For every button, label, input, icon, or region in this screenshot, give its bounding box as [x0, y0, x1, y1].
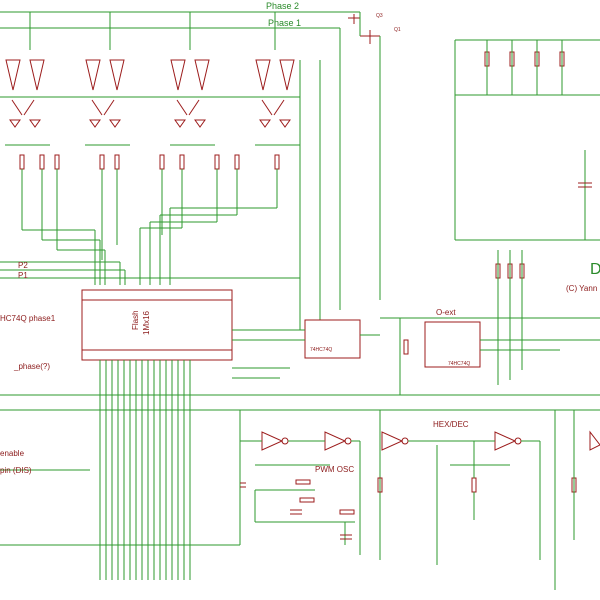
corner-d-label: D [590, 261, 600, 278]
copyright-label: (C) Yann [566, 284, 598, 293]
phase1-label: Phase 1 [268, 18, 302, 28]
address-bus [0, 60, 381, 330]
phase-q-label: _phase(?) [14, 362, 51, 371]
data-bus [0, 360, 600, 580]
oext-ic [380, 317, 600, 395]
right-resistors [454, 39, 600, 385]
flash-label: Flash [131, 310, 140, 330]
p2-label: P2 [18, 261, 28, 270]
phase-bus [0, 11, 360, 60]
led-matrix [0, 59, 300, 146]
flipflop-ic [232, 319, 380, 379]
hexdec-label: HEX/DEC [433, 420, 469, 429]
hc-phase-ref: 74HC74Q [310, 347, 333, 353]
p1-label: P1 [18, 271, 28, 280]
hc74q-phase1-label: HC74Q phase1 [0, 314, 56, 323]
enable-label: enable [0, 449, 25, 458]
resistor-row [19, 154, 280, 260]
phase2-label: Phase 2 [266, 1, 300, 11]
pwm-osc [240, 464, 355, 545]
pwm-osc-label: PWM OSC [315, 465, 355, 474]
flash-chip [81, 289, 233, 361]
hc74-ref: 74HC74Q [448, 361, 471, 367]
inverters [239, 410, 600, 590]
q1-ref: Q1 [394, 27, 401, 33]
oext-label: O-ext [436, 308, 456, 317]
phase-transistors [348, 12, 381, 60]
pin-dis-label: pin (DIS) [0, 466, 32, 475]
flash-size-label: 1Mx16 [142, 310, 151, 335]
q3-ref: Q3 [376, 13, 383, 19]
